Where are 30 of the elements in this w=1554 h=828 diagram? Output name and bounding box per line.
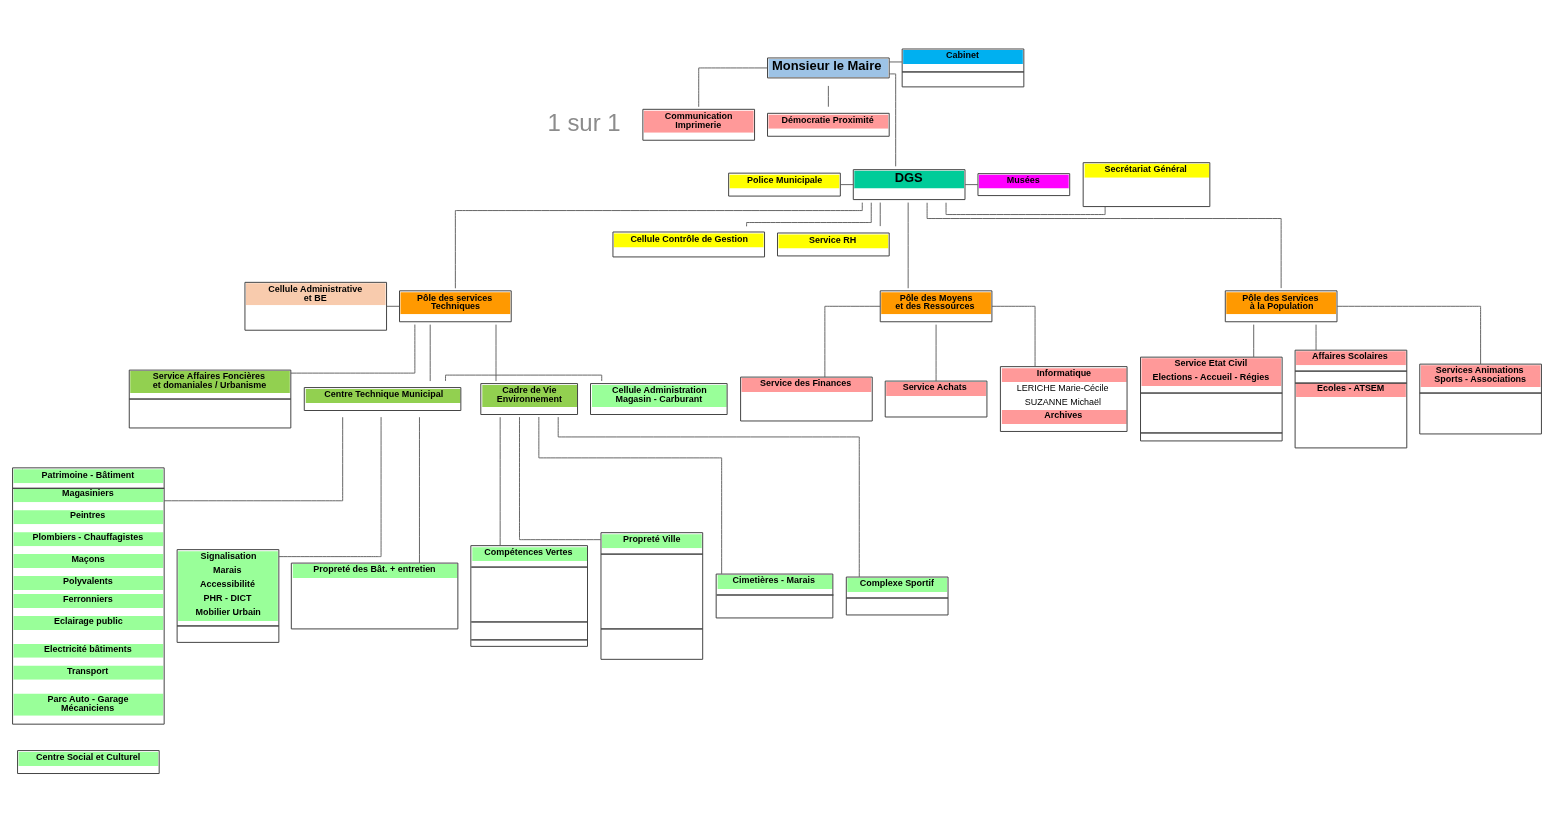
connector — [888, 61, 903, 62]
connector — [827, 85, 829, 107]
connector — [935, 323, 937, 381]
connector — [163, 416, 344, 501]
connector — [429, 323, 431, 381]
connector — [907, 201, 909, 289]
connector — [945, 201, 1106, 215]
connector — [698, 67, 768, 107]
connector — [419, 416, 420, 563]
connector — [1253, 323, 1255, 357]
connector — [888, 72, 897, 167]
connector — [991, 305, 1036, 367]
label: 1 sur 1 — [547, 108, 621, 136]
connector — [278, 416, 382, 557]
connector — [1336, 305, 1482, 364]
connector — [926, 201, 1282, 289]
connector — [454, 201, 863, 289]
connector — [386, 305, 400, 307]
connector — [499, 416, 501, 546]
connector — [840, 183, 854, 185]
connector — [746, 201, 872, 227]
connector — [290, 323, 416, 374]
connector — [1315, 323, 1317, 350]
connector — [557, 416, 860, 577]
connector — [519, 416, 602, 540]
connector — [879, 201, 881, 227]
connector — [538, 416, 723, 574]
connector — [495, 323, 497, 381]
connector — [964, 183, 979, 185]
connector — [824, 305, 881, 377]
